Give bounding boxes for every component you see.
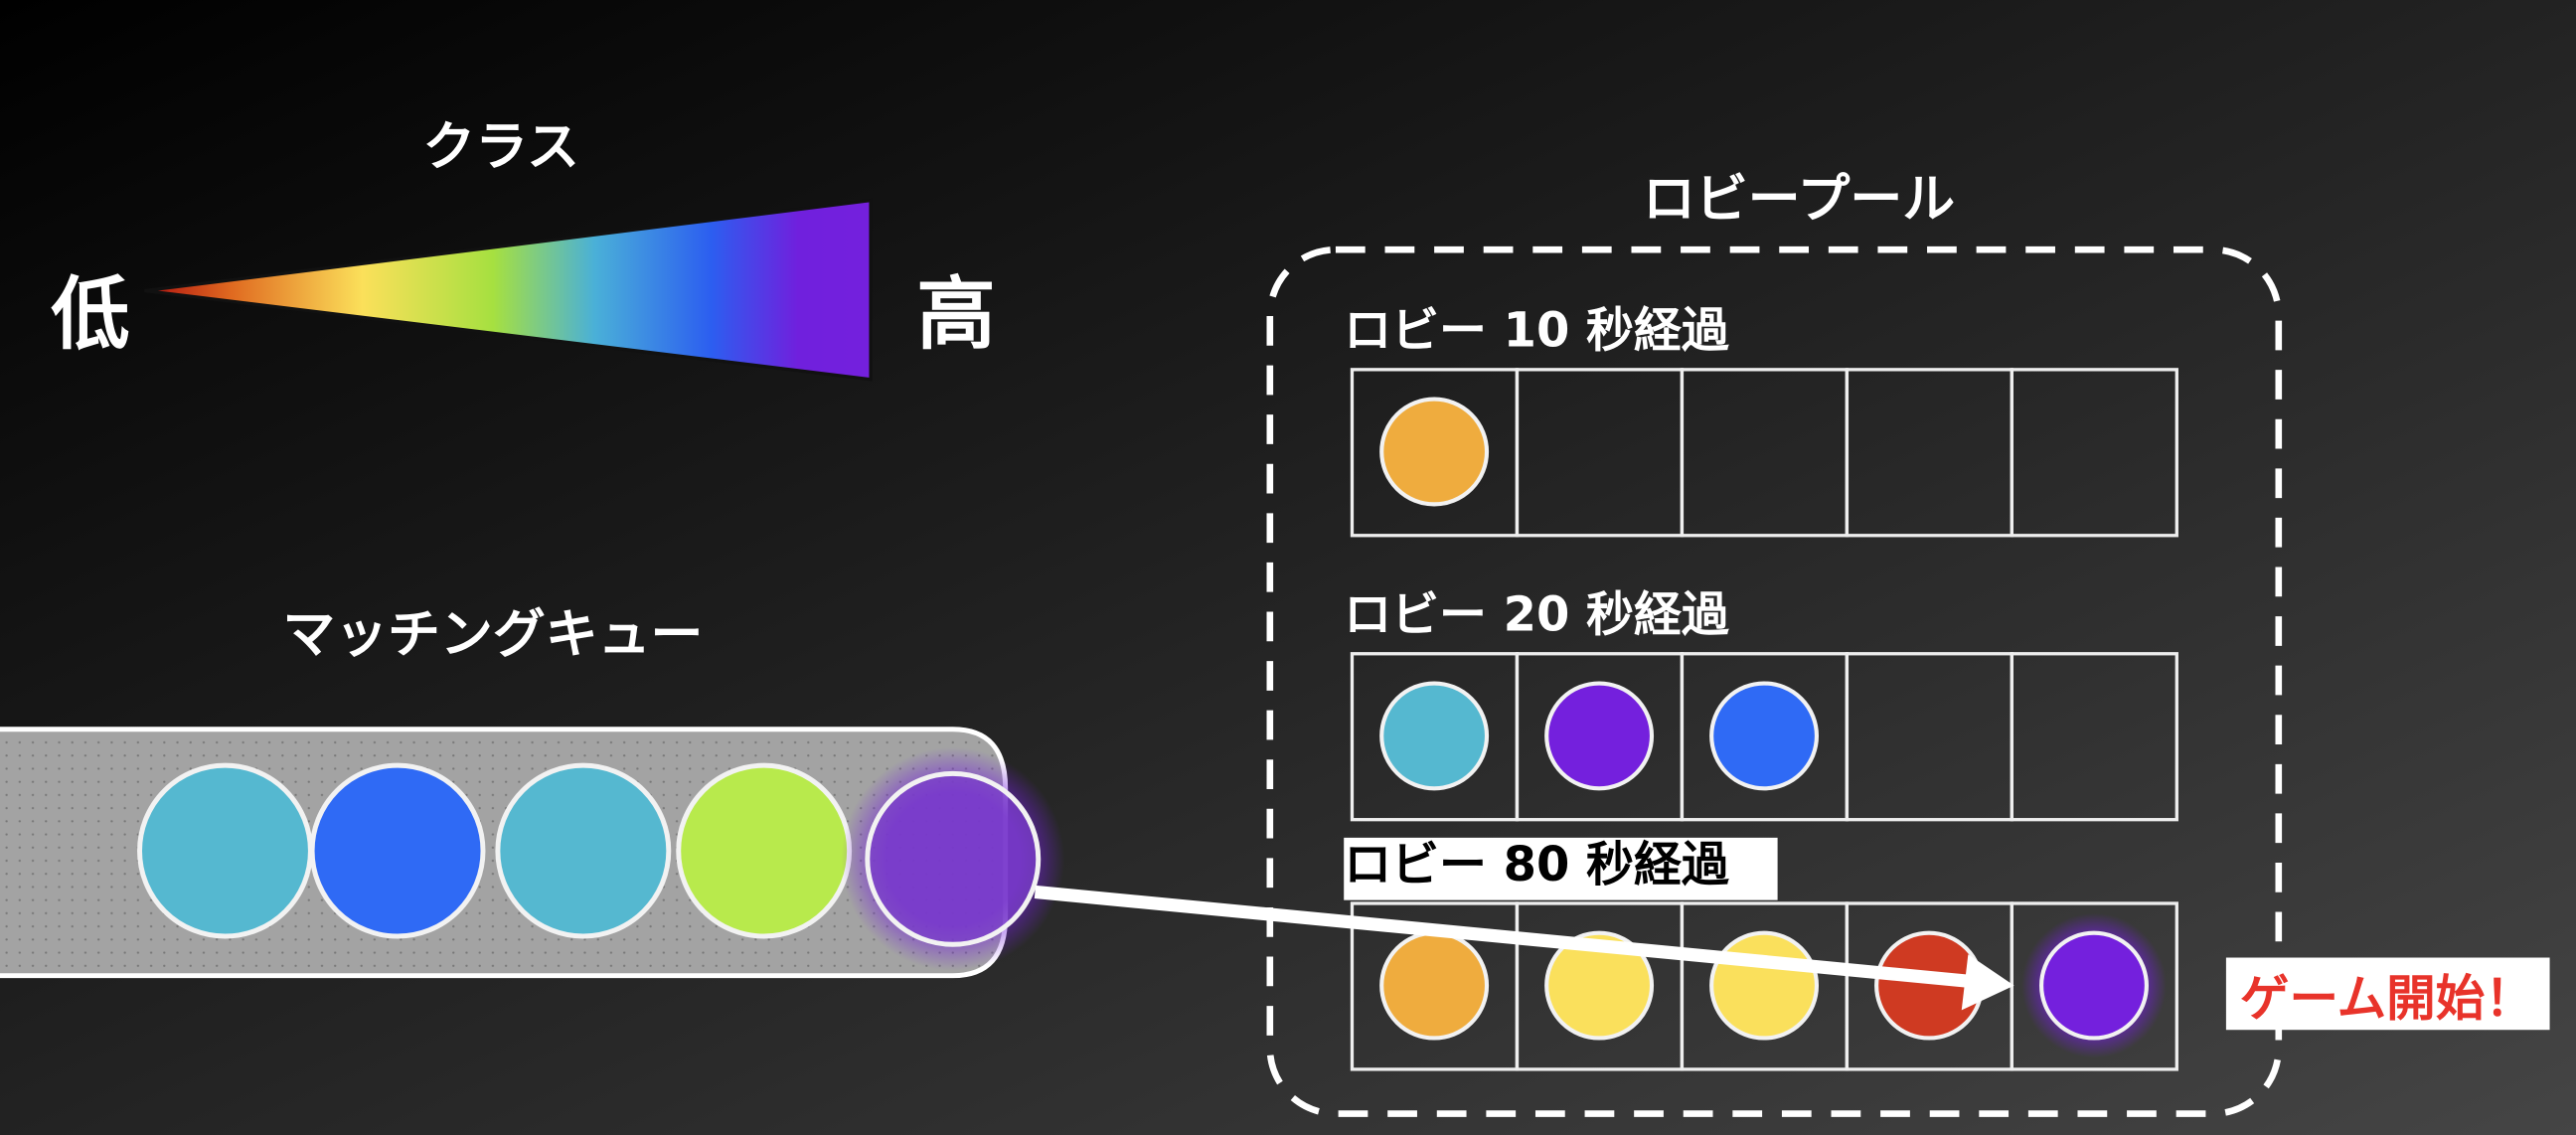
lobby-label-highlight xyxy=(1344,837,1778,900)
high-label: 高 xyxy=(916,268,995,361)
move-arrow xyxy=(1034,885,2014,1011)
game-start-badge xyxy=(2225,957,2550,1031)
queue-title: マッチングキュー xyxy=(282,604,703,665)
lobby-player xyxy=(1544,681,1655,791)
low-label: 低 xyxy=(51,268,129,361)
lobby-player xyxy=(1379,681,1490,791)
lobby-pool-title: ロビープール xyxy=(1643,169,1955,230)
lobby-player xyxy=(1544,930,1655,1041)
game-start-label: ゲーム開始！ xyxy=(2240,969,2534,1027)
lobby-pool-border xyxy=(1266,245,2283,1117)
lobby-player xyxy=(1379,930,1490,1041)
lobby-slot xyxy=(2010,652,2178,822)
lobby-80: ロビー 80 秒経過 xyxy=(1344,837,2178,1071)
lobby-label: ロビー 20 秒経過 xyxy=(1344,588,1729,643)
lobby-player xyxy=(2039,930,2149,1041)
lobby-player xyxy=(1709,930,1820,1041)
queue-player xyxy=(137,762,313,939)
lobby-label: ロビー 80 秒経過 xyxy=(1344,838,1729,892)
queue-players xyxy=(137,746,1065,971)
queue-player xyxy=(495,762,672,939)
lobby-20: ロビー 20 秒経過 xyxy=(1344,588,2178,822)
lobby-player xyxy=(1379,397,1490,507)
class-spectrum-wedge xyxy=(144,198,873,382)
lobby-label: ロビー 10 秒経過 xyxy=(1344,304,1729,359)
lobby-player xyxy=(1709,681,1820,791)
lobby-slot xyxy=(2010,368,2178,538)
queue-player xyxy=(309,762,486,939)
queue-player xyxy=(676,762,853,939)
lobby-10: ロビー 10 秒経過 xyxy=(1344,304,2178,538)
queue-player xyxy=(865,770,1042,947)
class-scale-title: クラス xyxy=(422,116,579,177)
